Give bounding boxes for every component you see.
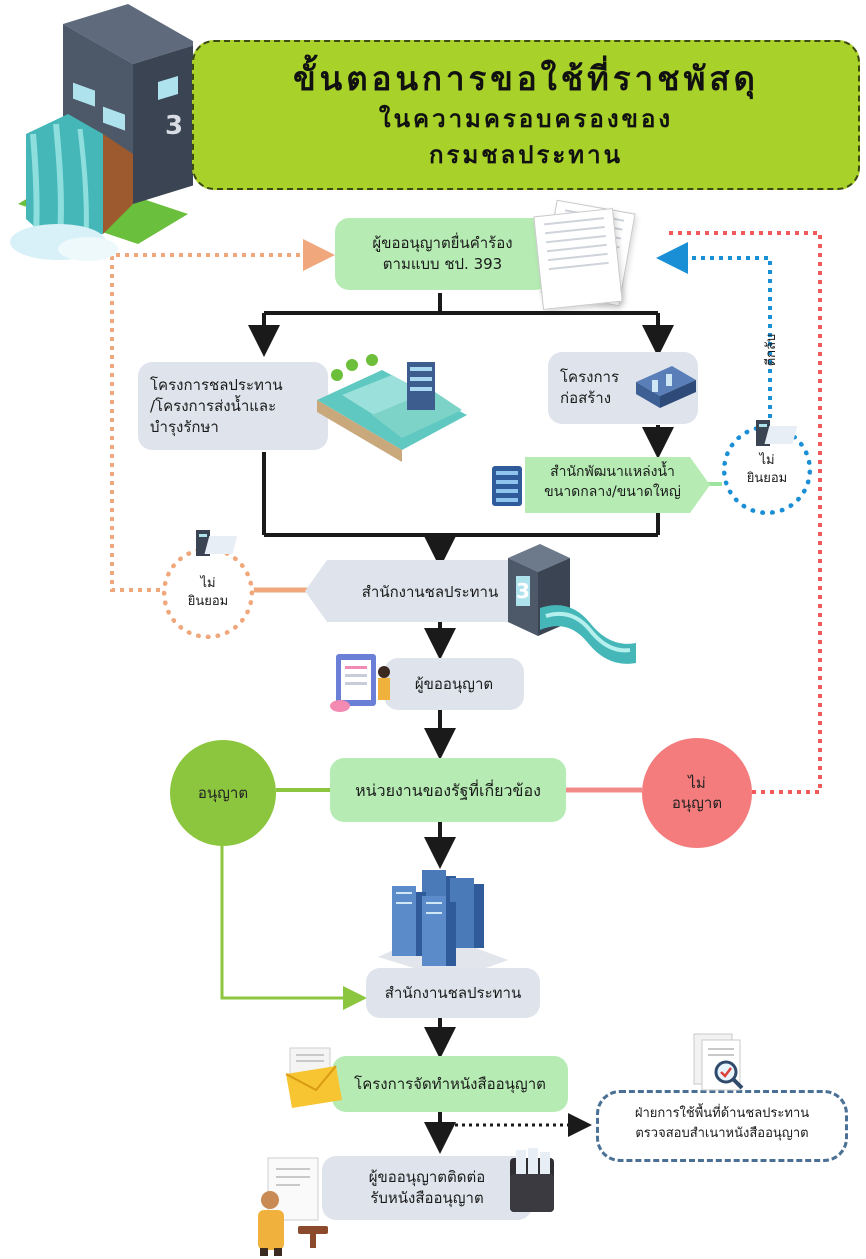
server-doc-icon [756, 420, 798, 446]
server-cluster-icon [378, 870, 508, 980]
dam-icon: 3 [10, 4, 193, 261]
step-irrigation-project: โครงการชลประทาน /โครงการส่งน้ำและ บำรุงร… [138, 362, 328, 450]
person-contract-icon [258, 1157, 328, 1256]
license-folder-icon [510, 1148, 554, 1212]
decision-approved: อนุญาต [170, 740, 276, 846]
step-water-dev-office-shape [525, 457, 710, 513]
gate-icon [636, 366, 696, 408]
magnifier-document-icon [693, 1033, 744, 1091]
review-box [596, 1090, 848, 1162]
water-gate-icon: 3 [508, 544, 636, 664]
decision-not-consent-left: ไม่ ยินยอม [162, 547, 254, 639]
step-prepare-license: โครงการจัดทำหนังสืออนุญาต [332, 1056, 568, 1112]
step-irrigation-office-2: สำนักงานชลประทาน [366, 968, 540, 1018]
building-icon [492, 466, 522, 506]
title-banner: ขั้นตอนการขอใช้ที่ราชพัสดุ ในความครอบครอ… [192, 40, 860, 190]
step-irrigation-office-1: สำนักงานชลประทาน [361, 583, 499, 601]
envelope-icon [285, 1047, 342, 1108]
step-applicant: ผู้ขออนุญาต [384, 658, 524, 710]
step-receive-license: ผู้ขออนุญาตติดต่อ รับหนังสืออนุญาต [322, 1156, 532, 1220]
dam-project-icon [317, 354, 467, 462]
step-irrigation-office-1-shape [305, 560, 545, 622]
return-label: ตีกลับ [764, 333, 779, 367]
title-line-3: กรมชลประทาน [429, 141, 623, 169]
step-submit-request: ผู้ขออนุญาตยื่นคำร้อง ตามแบบ ชป. 393 [335, 218, 550, 290]
svg-text:3: 3 [516, 579, 530, 603]
svg-text:3: 3 [165, 111, 183, 141]
clipboard-person-icon [330, 654, 390, 712]
server-doc-icon [196, 530, 238, 556]
title-line-2: ในความครอบครองของ [378, 105, 674, 133]
step-government-agency: หน่วยงานของรัฐที่เกี่ยวข้อง [330, 758, 566, 822]
document-icon [533, 208, 623, 310]
step-water-dev-office: สำนักพัฒนาแหล่งน้ำ ขนาดกลาง/ขนาดใหญ่ [544, 464, 681, 500]
title-line-1: ขั้นตอนการขอใช้ที่ราชพัสดุ [293, 59, 759, 98]
decision-not-approved: ไม่ อนุญาต [642, 738, 752, 848]
step-review-license-copy: ฝ่ายการใช้พื้นที่ด้านชลประทาน ตรวจสอบสำเ… [634, 1106, 810, 1141]
